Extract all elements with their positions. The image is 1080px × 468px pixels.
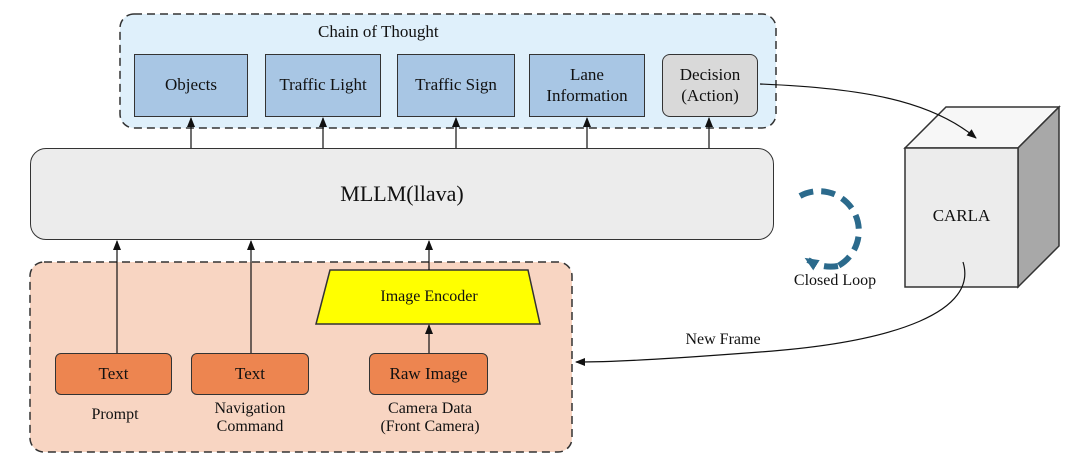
inputs-to-mllm-arrows <box>113 240 433 353</box>
mllm-box: MLLM(llava) <box>30 148 774 240</box>
traffic-sign-label: Traffic Sign <box>415 75 497 95</box>
raw-image-label: Raw Image <box>389 363 468 383</box>
lane-information-box: Lane Information <box>529 54 645 117</box>
prompt-text-label: Text <box>98 363 129 383</box>
carla-cube <box>903 105 1061 289</box>
mllm-label: MLLM(llava) <box>340 180 464 206</box>
prompt-text-box: Text <box>55 353 172 395</box>
camera-caption: Camera Data (Front Camera) <box>380 400 480 436</box>
objects-box: Objects <box>134 54 248 117</box>
cot-title: Chain of Thought <box>318 22 439 41</box>
closed-loop-label: Closed Loop <box>793 272 877 289</box>
closed-loop-icon <box>798 188 862 271</box>
image-encoder-shape <box>315 269 541 325</box>
new-frame-label: New Frame <box>685 331 761 348</box>
traffic-sign-box: Traffic Sign <box>397 54 515 117</box>
traffic-light-box: Traffic Light <box>265 54 381 117</box>
traffic-light-label: Traffic Light <box>279 75 367 95</box>
image-encoder-label: Image Encoder <box>380 288 478 305</box>
lane-information-label: Lane Information <box>546 65 628 105</box>
navigation-text-box: Text <box>191 353 309 395</box>
new-frame-arrow <box>575 261 966 366</box>
prompt-caption: Prompt <box>91 406 139 423</box>
carla-label: CARLA <box>932 206 991 225</box>
decision-box: Decision (Action) <box>662 54 758 117</box>
decision-to-carla-arrow <box>759 83 977 139</box>
decision-label: Decision (Action) <box>679 65 741 105</box>
navigation-caption: Navigation Command <box>214 400 286 436</box>
mllm-to-cot-arrows <box>187 117 713 148</box>
objects-label: Objects <box>165 75 217 95</box>
navigation-text-label: Text <box>235 363 265 383</box>
raw-image-box: Raw Image <box>369 353 488 395</box>
